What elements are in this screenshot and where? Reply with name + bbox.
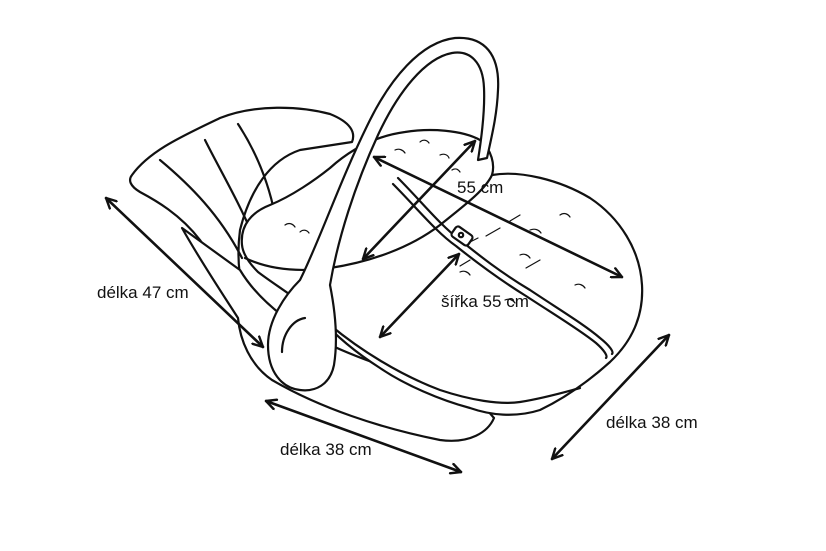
carry-handle [266,36,500,392]
handle-hub-edge [280,316,307,354]
footmuff-bottom-edge [328,323,582,404]
dimension-arrow-width-inner [361,139,477,261]
label-length-left: délka 47 cm [97,283,189,302]
dimension-arrow-width [378,252,461,339]
label-length-front: délka 38 cm [280,440,372,459]
label-length-right: délka 38 cm [606,413,698,432]
dimension-arrow-length-left [104,196,265,349]
label-diagonal: 55 cm [457,178,504,197]
dimension-arrow-length-front [264,401,463,472]
dimension-arrow-length-right [550,333,671,461]
label-width: šířka 55 cm [441,292,529,311]
